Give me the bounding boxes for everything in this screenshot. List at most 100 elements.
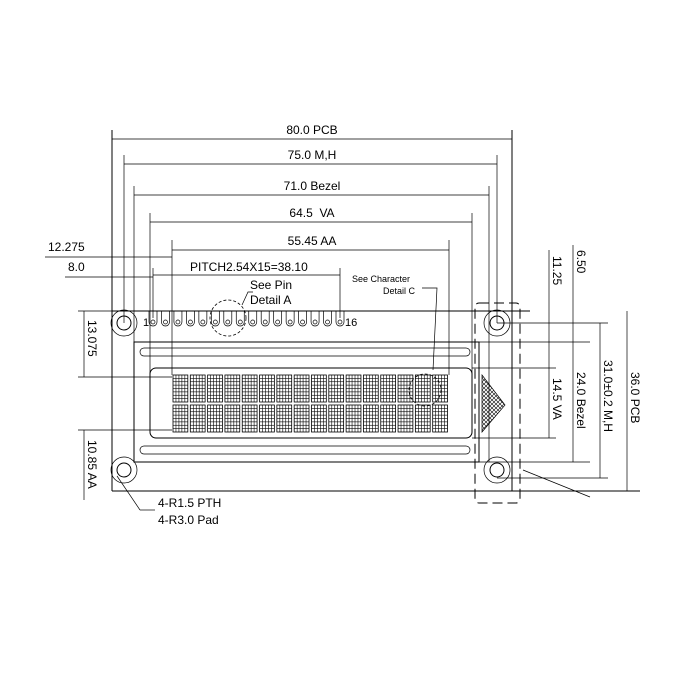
character-cell (293, 374, 310, 403)
callout-char-detail-2: Detail C (383, 286, 416, 296)
character-cell (345, 404, 362, 433)
character-cell (189, 374, 206, 403)
dim-top-bezel: 6.50 (574, 250, 588, 274)
pin-hole (250, 319, 256, 325)
pin-hole (262, 319, 268, 325)
character-grid (172, 374, 448, 433)
character-cell (363, 404, 379, 433)
pin-hole (237, 319, 243, 325)
pin-1-label: 1 (143, 317, 149, 329)
character-cell (207, 374, 223, 403)
character-cell (241, 404, 258, 433)
character-cell (397, 404, 414, 433)
callout-pin-detail-1: See Pin (250, 278, 292, 292)
character-cell (380, 374, 396, 403)
character-cell (189, 404, 206, 433)
vertical-dimensions: 13.075 10.85 AA 11.25 14.5 VA 6.50 24.0 … (78, 245, 642, 527)
character-cell (172, 404, 189, 433)
viewing-area (78, 213, 556, 439)
pin-pad (210, 311, 220, 327)
pin-hole (188, 319, 193, 325)
dim-aa-width: 55.45 AA (288, 234, 337, 248)
dim-mh-width: 75.0 M,H (288, 148, 337, 162)
pin-pad (273, 311, 283, 327)
callout-hole-pad: 4-R3.0 Pad (158, 513, 219, 527)
pin-pad (161, 311, 170, 327)
character-cell (259, 404, 275, 433)
pin-16-label: 16 (345, 317, 357, 329)
character-cell (224, 404, 241, 433)
pin-pad (260, 311, 270, 327)
character-cell (380, 404, 396, 433)
dim-offset-aa: 12.275 (48, 240, 85, 254)
pin-pad (323, 311, 332, 327)
character-cell (414, 404, 431, 433)
backlight-outline (474, 302, 521, 504)
pin-pad (235, 311, 245, 327)
dim-mh-height: 31.0±0.2 M,H (601, 360, 615, 432)
pin-hole (225, 319, 231, 325)
dim-pcb-height: 36.0 PCB (628, 372, 642, 423)
pin-pad (223, 311, 233, 327)
pin-hole (163, 319, 168, 325)
character-cell (432, 404, 448, 433)
pin-hole (200, 319, 206, 325)
character-cell (293, 404, 310, 433)
character-cell (172, 374, 189, 403)
character-cell (397, 374, 414, 403)
pin-hole (150, 319, 156, 325)
character-cell (311, 374, 327, 403)
character-cell (432, 374, 448, 403)
character-cell (311, 404, 327, 433)
pin-pad (285, 311, 295, 327)
pin-hole (175, 319, 181, 325)
pin-pad (248, 311, 258, 327)
pin-callout-leader (241, 291, 253, 306)
character-cell (207, 404, 223, 433)
dim-bezel-height: 24.0 Bezel (574, 372, 588, 429)
dim-bezel-width: 71.0 Bezel (284, 179, 341, 193)
dim-top-va: 11.25 (550, 256, 564, 285)
pin-row (148, 311, 345, 327)
character-cell (259, 374, 275, 403)
callout-pin-detail-2: Detail A (250, 293, 291, 307)
pin-hole (312, 319, 318, 325)
character-cell (328, 374, 345, 403)
callout-hole-pth: 4-R1.5 PTH (158, 496, 221, 510)
character-cell (241, 374, 258, 403)
pin-hole (287, 319, 293, 325)
pcb-outline (111, 130, 640, 492)
dim-top-aa: 13.075 (85, 320, 99, 357)
character-cell (363, 374, 379, 403)
char-callout-leader (422, 287, 438, 371)
pin-pad (148, 311, 158, 327)
dim-aa-height: 10.85 AA (85, 440, 99, 489)
dim-pcb-width: 80.0 PCB (286, 123, 337, 137)
pin-pad (186, 311, 195, 327)
dim-va-width: 64.5 VA (289, 206, 334, 220)
dim-offset-pin: 8.0 (68, 260, 85, 274)
pin-pad (198, 311, 208, 327)
character-cell (276, 404, 293, 433)
callout-char-detail-1: See Character (352, 274, 410, 284)
pin-hole (212, 319, 218, 325)
character-cell (224, 374, 241, 403)
pin-hole (275, 319, 281, 325)
dim-va-height: 14.5 VA (550, 378, 564, 420)
horizontal-dimensions: 80.0 PCB 75.0 M,H 71.0 Bezel 64.5 VA 55.… (45, 123, 512, 318)
pin-detail-circle (209, 299, 247, 337)
char-detail-circle (408, 373, 442, 407)
pin-pad (310, 311, 320, 327)
character-cell (414, 374, 431, 403)
dim-pitch: PITCH2.54X15=38.10 (190, 260, 308, 274)
character-cell (276, 374, 293, 403)
character-cell (328, 404, 345, 433)
pin-hole (325, 319, 330, 325)
pin-pad (173, 311, 183, 327)
pin-pad (298, 311, 307, 327)
pin-hole (337, 319, 343, 325)
bezel (133, 186, 590, 463)
mounting-holes (110, 155, 608, 484)
character-cell (345, 374, 362, 403)
